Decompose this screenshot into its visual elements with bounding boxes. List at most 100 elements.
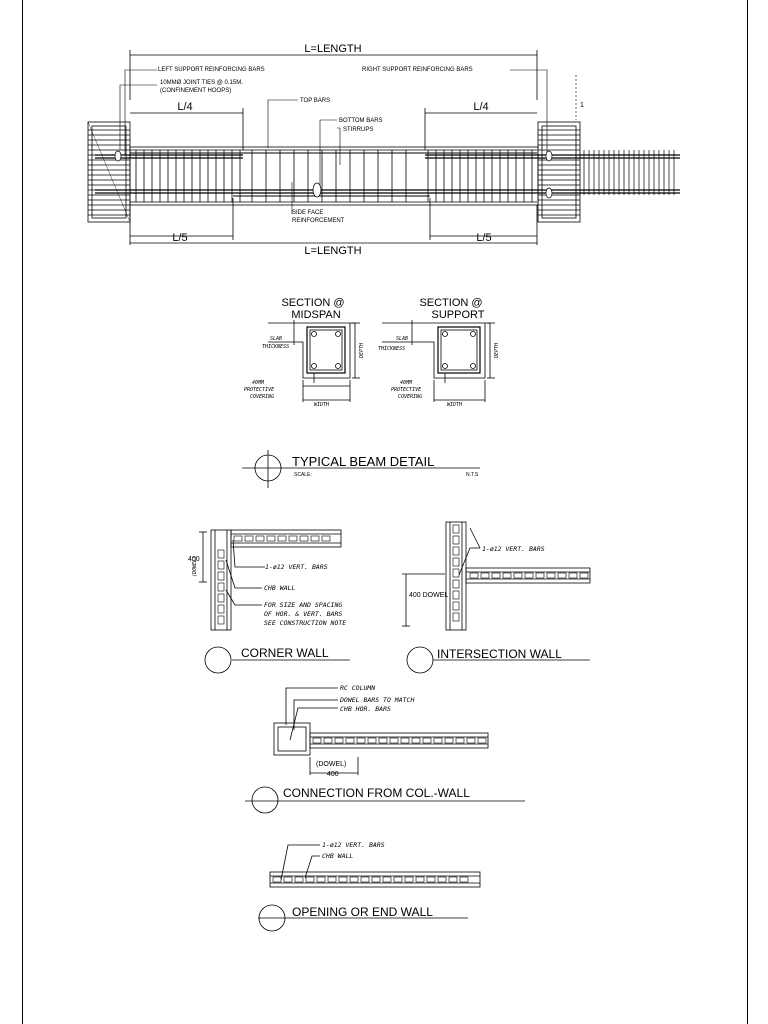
chb-cell: [255, 535, 265, 542]
chb-cell: [513, 572, 523, 579]
corner-dowel-label: (DOWEL): [192, 556, 198, 577]
side-face-label: SIDE FACE: [292, 210, 323, 216]
beam-leaders: [119, 69, 577, 214]
support-width-label: WIDTH: [447, 402, 463, 408]
chb-cell: [415, 876, 425, 883]
chb-cell: [400, 737, 410, 744]
dowel-bars-label: DOWEL BARS TO MATCH: [339, 696, 414, 704]
beam-detail-title: TYPICAL BEAM DETAIL: [292, 454, 434, 469]
chb-cell: [338, 876, 348, 883]
beam-title-symbol: [242, 450, 480, 488]
midspan-covering-label: COVERING: [250, 394, 274, 400]
chb-cell: [305, 876, 315, 883]
corner-note-line3: SEE CONSTRUCTION NOTE: [264, 619, 346, 627]
chb-cell: [459, 876, 469, 883]
chb-cell: [288, 535, 298, 542]
chb-cell: [568, 572, 578, 579]
left-column-ties: [88, 129, 130, 216]
support-cover-label: 40MM: [400, 380, 413, 386]
bottom-bars-label: BOTTOM BARS: [339, 118, 383, 124]
stirrups-label: STIRRUPS: [343, 127, 373, 133]
support-thickness-label: THICKNESS: [378, 346, 405, 352]
chb-cell: [389, 737, 399, 744]
confinement-hoops-label: (CONFINEMENT HOOPS): [160, 88, 231, 94]
l4-left-label: L/4: [177, 101, 192, 113]
scale-label: SCALE:: [294, 472, 312, 478]
section-support-bars: [442, 331, 476, 369]
section-midspan-subtitle: MIDSPAN: [291, 309, 340, 321]
chb-cell: [452, 568, 460, 578]
chb-cell: [327, 876, 337, 883]
chb-cell: [448, 876, 458, 883]
col-wall-title-symbol: [245, 786, 525, 814]
length-label-top: L=LENGTH: [304, 43, 361, 55]
section-support-drawing: [382, 320, 495, 402]
chb-cell: [404, 876, 414, 883]
chb-cell: [217, 593, 225, 603]
chb-cell: [272, 876, 282, 883]
side-face-bar-marker: [312, 182, 322, 198]
chb-cell: [444, 737, 454, 744]
chb-cell: [452, 535, 460, 545]
chb-cell: [312, 737, 322, 744]
chb-cell: [433, 737, 443, 744]
intersection-wall-title-symbol: [406, 646, 590, 674]
nts-label: N.T.S: [466, 472, 479, 478]
chb-cell: [349, 876, 359, 883]
l5-right-label: L/5: [476, 232, 491, 244]
chb-cell: [217, 604, 225, 614]
midspan-cover-label: 40MM: [252, 380, 265, 386]
end-wall-title: OPENING OR END WALL: [292, 905, 433, 919]
chb-cell: [411, 737, 421, 744]
top-bars-label: TOP BARS: [300, 98, 330, 104]
chb-cell: [452, 579, 460, 589]
detail-mark: 1: [580, 102, 584, 109]
chb-cell: [455, 737, 465, 744]
support-covering-label: COVERING: [398, 394, 422, 400]
chb-cell: [244, 535, 254, 542]
chb-cell: [437, 876, 447, 883]
length-label-bottom: L=LENGTH: [304, 245, 361, 257]
chb-cell: [477, 737, 487, 744]
left-column: [87, 121, 131, 223]
section-midspan-bars: [311, 331, 341, 369]
corner-wall-cells: [217, 535, 331, 625]
midspan-thickness-label: THICKNESS: [262, 344, 289, 350]
chb-cell: [557, 572, 567, 579]
col-wall-title: CONNECTION FROM COL.-WALL: [283, 786, 470, 800]
right-support-bars-label: RIGHT SUPPORT REINFORCING BARS: [362, 67, 473, 73]
chb-cell: [546, 572, 556, 579]
chb-cell: [217, 571, 225, 581]
right-column: [537, 121, 581, 223]
support-depth-label: DEPTH: [494, 342, 500, 359]
chb-cell: [378, 737, 388, 744]
corner-wall-title-symbol: [204, 646, 350, 674]
col-wall-drawing: [273, 687, 489, 775]
chb-cell: [524, 572, 534, 579]
chb-hor-bars-label: CHB HOR. BARS: [340, 705, 391, 713]
chb-cell: [316, 876, 326, 883]
chb-cell: [452, 590, 460, 600]
chb-cell: [294, 876, 304, 883]
end-wall-chb-label: CHB WALL: [322, 852, 353, 860]
chb-cell: [393, 876, 403, 883]
chb-cell: [480, 572, 490, 579]
intersection-wall-title: INTERSECTION WALL: [437, 647, 562, 661]
section-support-title: SECTION @: [419, 297, 482, 309]
sheet-border: [22, 0, 748, 1024]
beam-stirrups: [135, 150, 533, 202]
corner-note-line1: FOR SIZE AND SPACING: [264, 601, 342, 609]
end-wall-vert-bars-label: 1-ø12 VERT. BARS: [322, 841, 385, 849]
support-protective-label: PROTECTIVE: [391, 387, 421, 393]
corner-wall-drawing: [199, 529, 342, 631]
corner-wall-title: CORNER WALL: [241, 646, 329, 660]
midspan-slab-label: SLAB: [270, 336, 282, 342]
joint-ties-label: 10MMØ JOINT TIES @ 0.15M.: [160, 80, 243, 86]
chb-cell: [217, 615, 225, 625]
section-support-subtitle: SUPPORT: [432, 309, 485, 321]
left-support-bars-label: LEFT SUPPORT REINFORCING BARS: [158, 67, 265, 73]
intersection-vert-bars-label: 1-ø12 VERT. BARS: [482, 545, 545, 553]
l5-left-label: L/5: [172, 232, 187, 244]
col-wall-dowel-label: (DOWEL): [316, 761, 346, 768]
